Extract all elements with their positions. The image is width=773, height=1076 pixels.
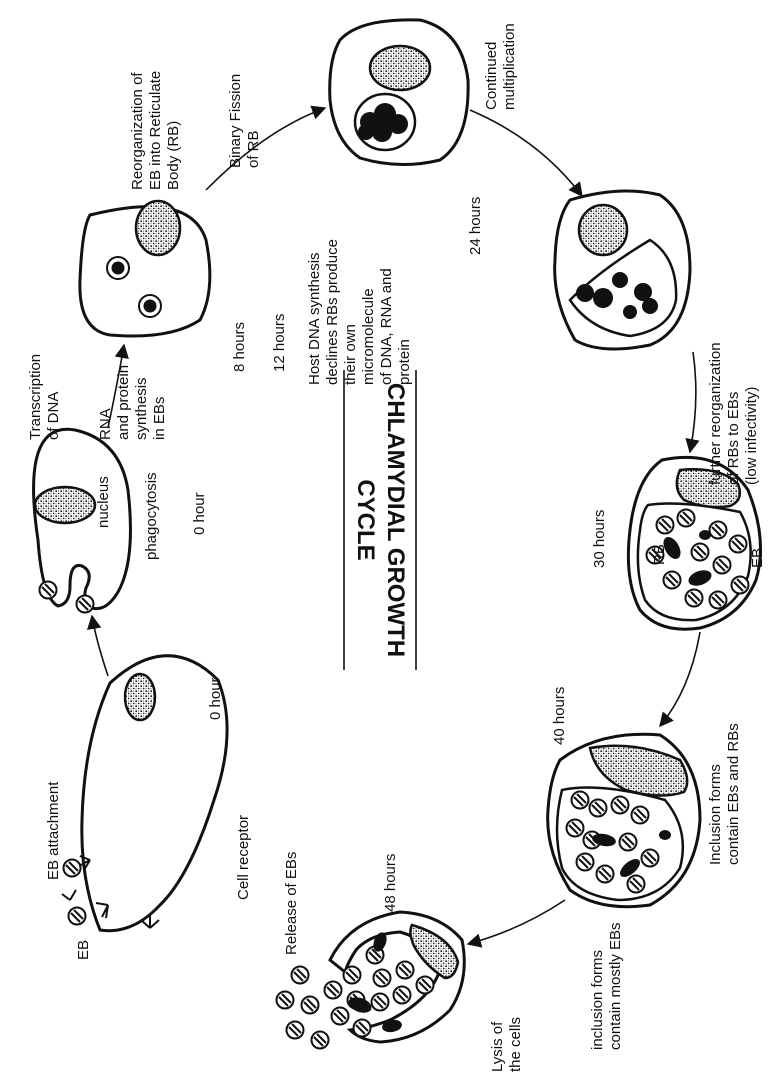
- label-further-2: of RBs to EBs: [725, 392, 742, 485]
- label-incl1-2: contain EBs and RBs: [725, 723, 742, 865]
- arrow-fission-to-multi: [470, 110, 582, 196]
- label-time-incl2: 48 hours: [382, 854, 399, 912]
- label-host-1: Host DNA synthesis: [306, 252, 323, 385]
- label-transcription-2: of DNA: [45, 392, 62, 440]
- label-transcription-1: Transcription: [27, 354, 44, 440]
- label-fission-2: of RB: [245, 130, 262, 168]
- cell-attachment: [62, 656, 227, 931]
- label-time-attach: 0 hour: [207, 677, 224, 720]
- label-rb: RB: [651, 544, 668, 565]
- label-multi-2: multiplication: [501, 23, 518, 110]
- cell-multiplication: [555, 191, 690, 349]
- label-host-6: protein: [396, 339, 413, 385]
- label-time-further: 30 hours: [591, 510, 608, 568]
- label-rna-3: synthesis: [133, 377, 150, 440]
- label-time-incl1: 40 hours: [551, 687, 568, 745]
- arrow-further-to-incl1: [660, 632, 700, 726]
- label-host-5: of DNA, RNA and: [378, 268, 395, 385]
- label-incl2-2: contain mostly EBs: [607, 922, 624, 1050]
- label-further-3: (low infectivity): [743, 387, 760, 485]
- label-reorg-3: Body (RB): [165, 121, 182, 190]
- diagram-title: CHLAMYDIAL GROWTH CYCLE: [344, 370, 416, 670]
- label-lysis-2: the cells: [507, 1017, 524, 1072]
- label-host-4: micromolecule: [360, 288, 377, 385]
- label-incl2-1: inclusion forms: [589, 950, 606, 1050]
- arrow-multi-to-further: [690, 352, 696, 452]
- cell-reorganization: [80, 201, 210, 336]
- label-rna-4: in EBs: [151, 397, 168, 440]
- cell-binary-fission: [330, 20, 468, 165]
- label-reorg-1: Reorganization of: [129, 72, 146, 190]
- title-line-1: CHLAMYDIAL GROWTH: [382, 383, 409, 657]
- label-host-3: their own: [342, 324, 359, 385]
- label-nucleus: nucleus: [95, 476, 112, 528]
- label-release: Release of EBs: [283, 852, 300, 955]
- label-further-1: further reorganization: [707, 342, 724, 485]
- label-eb: EB: [75, 940, 92, 960]
- cell-phagocytosis: [34, 429, 131, 612]
- label-rna-2: and protein: [115, 365, 132, 440]
- cell-lysis: [277, 912, 465, 1049]
- label-time-phago: 0 hour: [191, 492, 208, 535]
- label-rna-1: RNA: [97, 408, 114, 440]
- label-host-2: declines RBs produce: [324, 239, 341, 385]
- label-cell-receptor: Cell receptor: [235, 815, 252, 900]
- label-time-fission: 12 hours: [271, 314, 288, 372]
- label-lysis-1: Lysis of: [489, 1021, 506, 1072]
- arrow-reorg-to-fission: [206, 108, 325, 190]
- label-incl1-1: Inclusion forms: [707, 764, 724, 865]
- label-reorg-2: EB into Reticulate: [147, 71, 164, 190]
- label-time-multi: 24 hours: [467, 197, 484, 255]
- label-time-reorg: 8 hours: [231, 322, 248, 372]
- label-eb-attachment: EB attachment: [45, 781, 62, 880]
- arrow-attach-to-phago: [92, 616, 108, 676]
- label-eb-inner: EB: [749, 548, 766, 568]
- label-phagocytosis: phagocytosis: [143, 472, 160, 560]
- arrow-incl1-to-incl2: [468, 900, 565, 944]
- cell-inclusion-mixed: [548, 734, 700, 906]
- title-line-2: CYCLE: [352, 479, 379, 560]
- label-fission-1: Binary Fission: [227, 74, 244, 168]
- label-multi-1: Continued: [483, 42, 500, 110]
